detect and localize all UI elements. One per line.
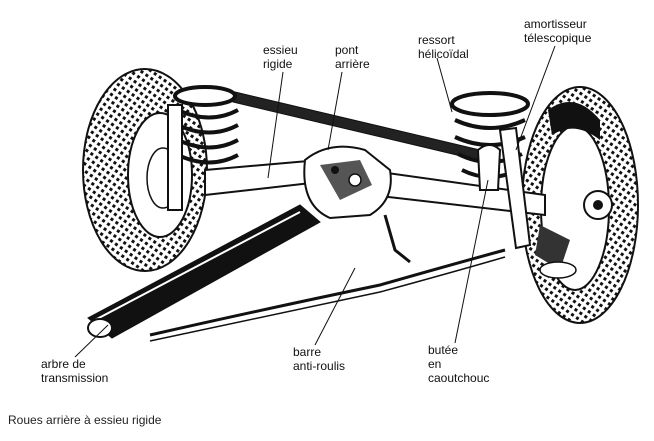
left-coil-spring xyxy=(173,85,239,165)
drive-shaft xyxy=(87,204,321,339)
label-ressort-helicoidal: ressort hélicoïdal xyxy=(418,33,469,61)
differential xyxy=(303,145,392,220)
label-butee-en-caoutchouc: butée en caoutchouc xyxy=(428,343,490,385)
right-tire xyxy=(521,86,639,324)
label-amortisseur-telescopique: amortisseur télescopique xyxy=(524,17,592,45)
label-arbre-de-transmission: arbre de transmission xyxy=(41,357,109,385)
label-pont-arriere: pont arrière xyxy=(335,43,370,71)
label-barre-anti-roulis: barre anti-roulis xyxy=(293,345,346,373)
rigid-axle xyxy=(204,158,546,217)
left-shock-absorber xyxy=(167,104,183,211)
anti-roll-bar xyxy=(149,248,506,337)
figure-caption: Roues arrière à essieu rigide xyxy=(8,413,162,427)
rubber-bump-stop xyxy=(476,144,502,191)
label-essieu-rigide: essieu rigide xyxy=(263,43,298,71)
leader-lines xyxy=(74,45,556,358)
right-shock-absorber xyxy=(498,126,532,250)
rear-axle-illustration xyxy=(74,45,639,358)
